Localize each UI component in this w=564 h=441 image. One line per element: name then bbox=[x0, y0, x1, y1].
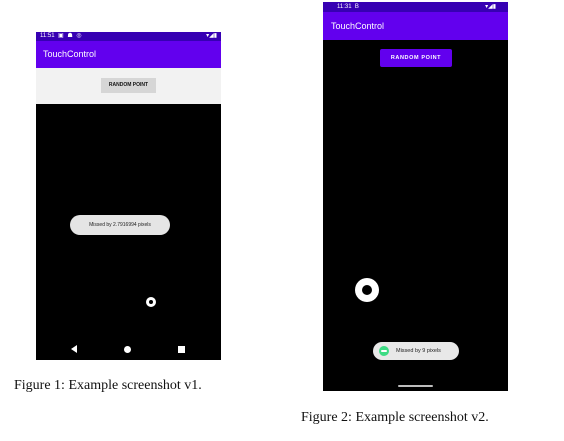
nav-recent-icon[interactable] bbox=[178, 346, 185, 353]
screenshot-v1: 11:51 ▣ ☗ ◎ ▾◢▮ TouchControl RANDOM POIN… bbox=[36, 32, 221, 360]
figure-caption-1: Figure 1: Example screenshot v1. bbox=[14, 378, 202, 393]
app-title: TouchControl bbox=[43, 49, 97, 59]
status-time: 11:31 B bbox=[337, 4, 359, 10]
screenshot-v2: 11:31 B ▾◢▮ TouchControl RANDOM POINT Mi… bbox=[323, 2, 508, 391]
notification-icons: ▣ ☗ ◎ bbox=[58, 33, 83, 39]
status-bar: 11:31 B ▾◢▮ bbox=[323, 2, 508, 12]
target-point-icon[interactable] bbox=[355, 278, 379, 302]
android-icon bbox=[379, 346, 389, 356]
app-title: TouchControl bbox=[331, 21, 385, 31]
toast-text: Missed by 9 pixels bbox=[396, 348, 441, 354]
signal-battery-icons: ▾◢▮ bbox=[485, 4, 496, 10]
figure-caption-2: Figure 2: Example screenshot v2. bbox=[301, 410, 489, 425]
signal-battery-icons: ▾◢▮ bbox=[206, 33, 217, 39]
status-bar: 11:51 ▣ ☗ ◎ ▾◢▮ bbox=[36, 32, 221, 41]
app-bar: TouchControl bbox=[323, 12, 508, 40]
nav-back-icon[interactable] bbox=[71, 345, 77, 353]
notification-icon: B bbox=[354, 4, 359, 10]
random-point-button[interactable]: RANDOM POINT bbox=[380, 49, 452, 67]
target-point-icon[interactable] bbox=[146, 297, 156, 307]
navigation-bar bbox=[36, 338, 221, 360]
nav-home-icon[interactable] bbox=[124, 346, 131, 353]
status-time: 11:51 bbox=[40, 33, 55, 39]
random-point-button[interactable]: RANDOM POINT bbox=[101, 78, 156, 93]
toast-message: Missed by 9 pixels bbox=[373, 342, 459, 360]
controls-panel: RANDOM POINT bbox=[36, 68, 221, 104]
app-bar: TouchControl bbox=[36, 41, 221, 68]
toast-message: Missed by 2.7916994 pixels bbox=[70, 215, 170, 235]
gesture-handle[interactable] bbox=[398, 385, 433, 387]
